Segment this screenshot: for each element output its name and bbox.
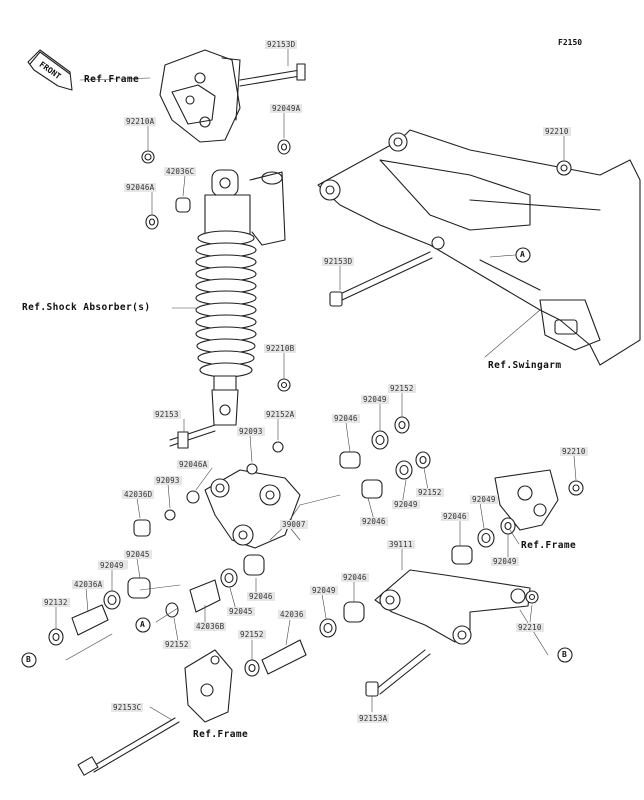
callout-a: A — [140, 620, 145, 629]
callout-a: A — [520, 250, 525, 259]
diagram-code: F2150 — [558, 38, 583, 47]
frame-bracket-right — [494, 469, 559, 531]
ref-frame-top: Ref.Frame — [84, 74, 140, 85]
part-label: 42036 — [278, 610, 306, 619]
front-arrow-icon — [27, 49, 73, 91]
callout-b: B — [562, 650, 567, 659]
part-label: 42036A — [72, 580, 105, 589]
part-label: 92152 — [388, 384, 416, 393]
part-label: 92049 — [361, 395, 389, 404]
part-label: 92046 — [332, 414, 360, 423]
linkage-rocker — [204, 469, 301, 549]
part-label: 92049A — [270, 104, 303, 113]
part-label: 92049 — [310, 586, 338, 595]
part-label: 92046 — [441, 512, 469, 521]
part-label: 92210 — [543, 127, 571, 136]
part-label: 92152A — [264, 410, 297, 419]
part-label: 92153C — [111, 703, 144, 712]
part-label: 92152 — [416, 488, 444, 497]
part-label: 92045 — [124, 550, 152, 559]
part-label: 92046 — [360, 517, 388, 526]
part-label: 92210 — [516, 623, 544, 632]
part-label: 92210 — [560, 447, 588, 456]
link-arm — [374, 569, 531, 645]
frame-bracket-top — [159, 49, 241, 143]
part-label: 92153A — [357, 714, 390, 723]
part-label: 92210B — [264, 344, 297, 353]
frame-bracket-bottom — [184, 649, 233, 723]
part-label: 92152 — [238, 630, 266, 639]
part-label: 92046A — [177, 460, 210, 469]
part-label: 92049 — [98, 561, 126, 570]
part-label: 92045 — [227, 607, 255, 616]
part-label: 39007 — [280, 520, 308, 529]
part-label: 92046 — [247, 592, 275, 601]
part-label: 92046 — [341, 573, 369, 582]
part-label: 42036B — [194, 622, 227, 631]
part-label: 92049 — [392, 500, 420, 509]
part-label: 92210A — [124, 117, 157, 126]
part-label: 42036C — [164, 167, 197, 176]
shock-absorber — [195, 169, 286, 426]
ref-swingarm: Ref.Swingarm — [488, 360, 562, 371]
part-label: 92153D — [265, 40, 298, 49]
part-label: 92046A — [124, 183, 157, 192]
part-label: 92093 — [237, 427, 265, 436]
part-label: 92152 — [163, 640, 191, 649]
part-label: 92093 — [154, 476, 182, 485]
callout-b: B — [26, 655, 31, 664]
part-label: 92132 — [42, 598, 70, 607]
part-label: 92153 — [153, 410, 181, 419]
bolt-92153d — [239, 63, 306, 87]
part-label: 92049 — [470, 495, 498, 504]
part-label: 42036D — [122, 490, 155, 499]
ref-frame-right: Ref.Frame — [521, 540, 577, 551]
part-label: 39111 — [387, 540, 415, 549]
ref-shock-absorber: Ref.Shock Absorber(s) — [22, 302, 151, 313]
part-label: 92049 — [491, 557, 519, 566]
swingarm — [317, 129, 641, 366]
part-label: 92153D — [322, 257, 355, 266]
ref-frame-bottom: Ref.Frame — [193, 729, 249, 740]
